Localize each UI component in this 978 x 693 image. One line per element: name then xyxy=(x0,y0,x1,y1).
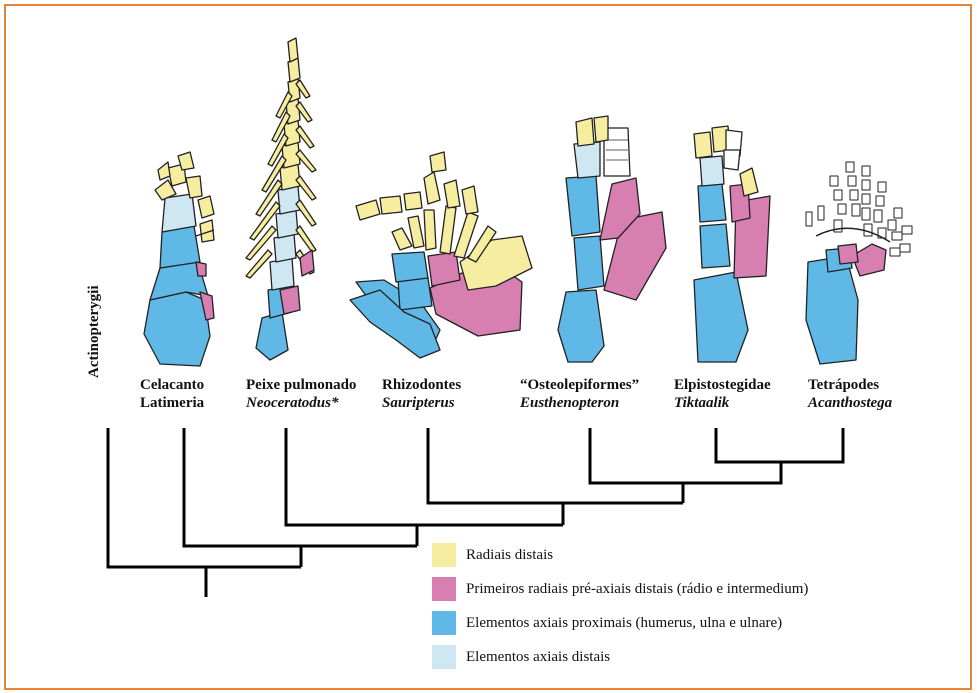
fin-tetrapodes xyxy=(806,162,912,364)
label-elpistostegidae-scientific: Tiktaalik xyxy=(674,394,771,412)
legend-item-axiais-distais: Elementos axiais distais xyxy=(432,640,808,674)
legend-label: Elementos axiais proximais (humerus, uln… xyxy=(466,615,782,632)
label-rhizodontes-scientific: Sauripterus xyxy=(382,394,461,412)
legend-item-primeiros-radiais: Primeiros radiais pré-axiais distais (rá… xyxy=(432,572,808,606)
fin-elpistostegidae xyxy=(694,126,770,362)
label-elpistostegidae-common: Elpistostegidae xyxy=(674,376,771,394)
label-actinopterygii: Actinopterygii xyxy=(86,286,103,378)
label-peixe-pulmonado-common: Peixe pulmonado xyxy=(246,376,356,394)
fin-osteolepiformes xyxy=(558,116,666,362)
label-elpistostegidae: Elpistostegidae Tiktaalik xyxy=(674,376,771,412)
legend-item-radiais-distais: Radiais distais xyxy=(432,538,808,572)
fin-rhizodontes xyxy=(350,152,532,358)
label-osteolepiformes-common: “Osteolepiformes” xyxy=(520,376,639,394)
legend-label: Radiais distais xyxy=(466,547,553,564)
legend-swatch-lightblue xyxy=(432,645,456,669)
label-rhizodontes: Rhizodontes Sauripterus xyxy=(382,376,461,412)
legend-swatch-pink xyxy=(432,577,456,601)
label-celacanto: Celacanto Latimeria xyxy=(140,376,204,412)
fin-celacanto xyxy=(144,152,214,366)
fin-peixe-pulmonado xyxy=(246,38,316,360)
label-tetrapodes-common: Tetrápodes xyxy=(808,376,892,394)
legend-swatch-yellow xyxy=(432,543,456,567)
legend-label: Elementos axiais distais xyxy=(466,649,610,666)
legend: Radiais distais Primeiros radiais pré-ax… xyxy=(432,538,808,674)
label-tetrapodes: Tetrápodes Acanthostega xyxy=(808,376,892,412)
label-peixe-pulmonado-scientific: Neoceratodus* xyxy=(246,394,356,412)
label-osteolepiformes: “Osteolepiformes” Eusthenopteron xyxy=(520,376,639,412)
label-celacanto-common: Celacanto xyxy=(140,376,204,394)
label-peixe-pulmonado: Peixe pulmonado Neoceratodus* xyxy=(246,376,356,412)
label-rhizodontes-common: Rhizodontes xyxy=(382,376,461,394)
legend-item-axiais-proximais: Elementos axiais proximais (humerus, uln… xyxy=(432,606,808,640)
label-osteolepiformes-scientific: Eusthenopteron xyxy=(520,394,639,412)
legend-swatch-blue xyxy=(432,611,456,635)
label-celacanto-scientific: Latimeria xyxy=(140,394,204,412)
legend-label: Primeiros radiais pré-axiais distais (rá… xyxy=(466,581,808,598)
label-tetrapodes-scientific: Acanthostega xyxy=(808,394,892,412)
